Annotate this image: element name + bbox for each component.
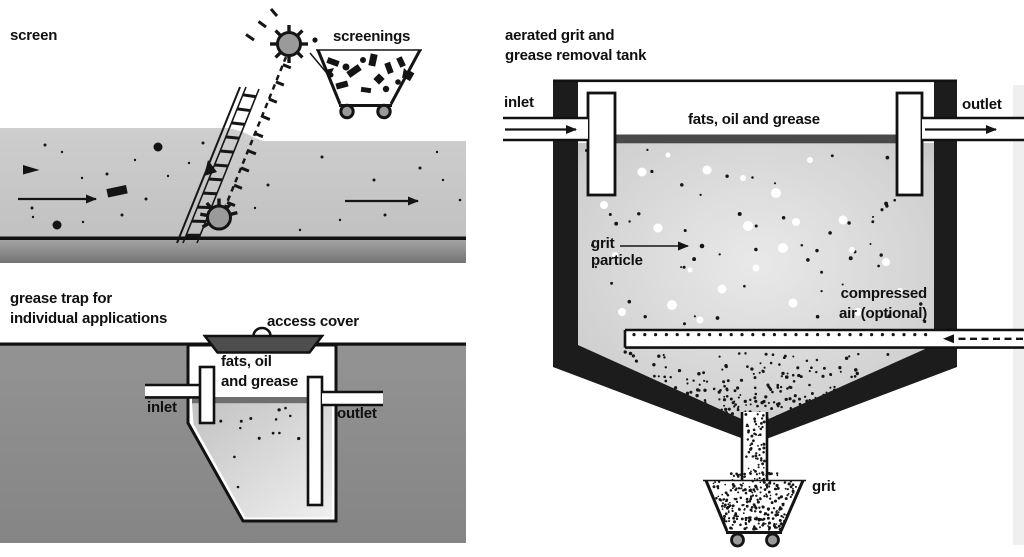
- tank-inlet-pipe: [503, 116, 588, 142]
- tank-outlet-pipe: [922, 116, 1024, 142]
- access-cover: [202, 334, 325, 354]
- screen-title: screen: [10, 27, 58, 44]
- tank-outlet-label: outlet: [962, 96, 1002, 113]
- screen-panel: [0, 8, 466, 263]
- cart-wheel: [730, 532, 745, 548]
- trap-outlet-pipe: [322, 390, 383, 407]
- trap-inlet-label: inlet: [147, 399, 177, 416]
- falling-grit: [744, 412, 766, 476]
- grit-particle-line1: grit: [591, 235, 615, 252]
- channel-water: [0, 128, 466, 238]
- air-bubbles: [600, 152, 903, 324]
- trap-water: [192, 403, 332, 518]
- tank-inlet-baffle: [586, 91, 617, 197]
- trap-fats-label: fats, oil and grease: [221, 352, 298, 391]
- falling-debris: [312, 37, 318, 43]
- cart-wheel: [376, 103, 392, 120]
- grit-drain-pipe: [740, 412, 769, 480]
- tank-fats-label: fats, oil and grease: [688, 111, 820, 128]
- settling-grit: [623, 350, 890, 393]
- channel-floor: [0, 240, 466, 263]
- upper-rake-teeth: [245, 8, 279, 42]
- diffuser-holes: [632, 333, 928, 337]
- collected-grit: [712, 471, 797, 531]
- trap-inlet-baffle: [198, 365, 216, 425]
- grit-cart-label: grit: [812, 478, 836, 495]
- grease-trap-title: grease trap for individual applications: [10, 289, 167, 328]
- tank-inlet-label: inlet: [504, 94, 534, 111]
- compressed-air-line2: air (optional): [838, 304, 927, 322]
- grit-particle-label: grit particle: [591, 235, 643, 270]
- screenings-label: screenings: [333, 28, 411, 45]
- chain-direction-arrow: [204, 160, 217, 176]
- channel-floor-line: [0, 236, 466, 240]
- compressed-air-label: compressed air (optional): [780, 284, 927, 323]
- debris-triangle: [23, 165, 40, 175]
- pointed-grit-particle: [699, 243, 705, 249]
- access-cover-label: access cover: [267, 313, 359, 330]
- trap-inlet-pipe: [145, 383, 202, 399]
- grit-particle-line2: particle: [591, 251, 643, 269]
- tank-water: [578, 143, 935, 427]
- aerated-tank-title-line2: grease removal tank: [505, 46, 647, 64]
- tank-fats-layer: [615, 134, 897, 144]
- trap-outlet-label: outlet: [337, 405, 377, 422]
- channel-debris-dots: [30, 141, 462, 232]
- tank-top-line: [553, 79, 957, 83]
- cart-wheel: [765, 532, 780, 548]
- grease-trap-panel: [0, 326, 466, 543]
- trap-fats-layer: [192, 397, 308, 404]
- grit-cart: [703, 471, 806, 548]
- grease-trap-title-line1: grease trap for: [10, 290, 113, 307]
- aerated-tank-title-line1: aerated grit and: [505, 27, 615, 44]
- bottom-sprocket: [206, 204, 232, 231]
- compressed-air-line1: compressed: [840, 285, 928, 302]
- top-sprocket: [276, 31, 302, 57]
- debris-bar: [106, 185, 128, 198]
- aerated-tank-title: aerated grit and grease removal tank: [505, 26, 646, 65]
- trap-fats-line1: fats, oil: [221, 353, 272, 370]
- tank-freeboard: [578, 81, 935, 135]
- cart-wheel: [339, 103, 355, 120]
- aerated-tank-panel: [503, 79, 1024, 548]
- trap-outlet-baffle: [306, 375, 324, 507]
- tank-outlet-baffle: [895, 91, 924, 197]
- screenings-cart: [316, 49, 422, 120]
- bar-screen-ladder: [176, 86, 260, 244]
- access-cover-handle: [252, 326, 272, 337]
- trap-fats-line2: and grease: [221, 372, 299, 390]
- grease-trap-title-line2: individual applications: [10, 309, 168, 327]
- air-diffuser-pipe: [623, 328, 1024, 349]
- scan-edge-strip: [1013, 85, 1024, 545]
